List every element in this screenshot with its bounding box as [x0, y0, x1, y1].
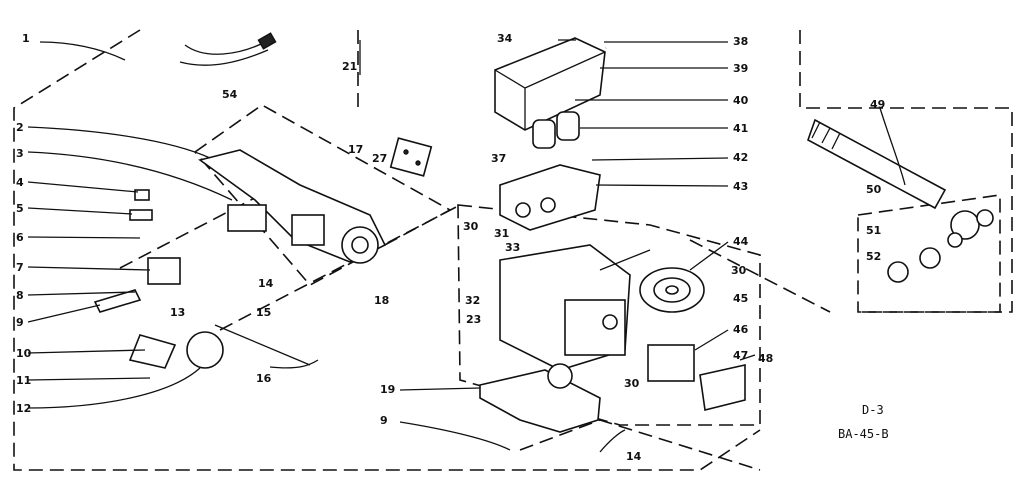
callout-1: 1	[22, 32, 30, 45]
callout-9a: 9	[16, 316, 24, 329]
callout-46: 46	[733, 323, 749, 336]
part-12	[186, 331, 224, 369]
rod-part-16	[214, 324, 311, 366]
callout-2: 2	[16, 121, 24, 134]
callout-4: 4	[16, 176, 24, 189]
callout-13: 13	[170, 306, 185, 319]
callout-37: 37	[491, 152, 506, 165]
callout-45: 45	[733, 292, 748, 305]
callout-51: 51	[866, 224, 881, 237]
callout-16: 16	[256, 372, 272, 385]
callout-5: 5	[16, 202, 24, 215]
callout-10: 10	[16, 347, 32, 360]
callout-48: 48	[758, 352, 773, 365]
callout-47: 47	[733, 349, 748, 362]
callout-3: 3	[16, 147, 24, 160]
callout-27: 27	[372, 152, 387, 165]
callout-6: 6	[16, 231, 24, 244]
part-4	[134, 189, 150, 201]
burner-housing-part	[198, 149, 387, 263]
part-46	[647, 344, 695, 382]
callout-18: 18	[374, 294, 389, 307]
callout-17: 17	[348, 143, 363, 156]
callout-40: 40	[733, 94, 749, 107]
part-10	[128, 334, 177, 369]
callout-42: 42	[733, 151, 748, 164]
part-48	[699, 364, 746, 411]
callout-41: 41	[733, 122, 748, 135]
callout-19: 19	[380, 383, 395, 396]
callout-12: 12	[16, 402, 31, 415]
callout-9b: 9	[380, 414, 388, 427]
fitting-part-50	[950, 210, 980, 240]
callout-38: 38	[733, 35, 748, 48]
section-label: D-3	[862, 403, 884, 417]
callout-23: 23	[466, 313, 481, 326]
solenoid-part	[564, 299, 626, 356]
callout-8: 8	[16, 289, 24, 302]
part-9	[93, 289, 142, 313]
nut-part-51	[919, 247, 941, 269]
callout-32: 32	[465, 294, 480, 307]
callout-39: 39	[733, 62, 748, 75]
callout-30a: 30	[463, 220, 479, 233]
callout-21: 21	[342, 60, 357, 73]
callout-14b: 14	[626, 450, 642, 463]
pilot-tube-part	[807, 118, 947, 210]
callout-50: 50	[866, 183, 882, 196]
callout-44: 44	[733, 235, 749, 248]
callout-11: 11	[16, 374, 31, 387]
nut-part-52	[887, 261, 909, 283]
callout-49: 49	[870, 98, 885, 111]
part-5	[129, 209, 153, 221]
bracket-part-38	[494, 37, 606, 131]
callout-52: 52	[866, 250, 881, 263]
bracket-part-19	[479, 369, 601, 433]
callout-7: 7	[16, 261, 24, 274]
part-7	[147, 257, 181, 285]
callout-labels: 1 2 3 4 5 6 7 8 9 10 11 12 13 14 15 16 1…	[16, 32, 885, 463]
drawing-code: BA-45-B	[838, 427, 889, 441]
callout-34: 34	[497, 32, 513, 45]
callout-30c: 30	[624, 377, 640, 390]
callout-54: 54	[222, 88, 238, 101]
callout-30b: 30	[731, 264, 747, 277]
callout-33: 33	[505, 241, 520, 254]
part-27	[389, 137, 433, 177]
callout-31: 31	[494, 227, 509, 240]
callout-14a: 14	[258, 277, 274, 290]
callout-43: 43	[733, 180, 748, 193]
wire-harness-part	[184, 41, 266, 55]
part-sketches	[93, 32, 994, 433]
leader-lines	[27, 39, 906, 453]
callout-15: 15	[256, 306, 271, 319]
